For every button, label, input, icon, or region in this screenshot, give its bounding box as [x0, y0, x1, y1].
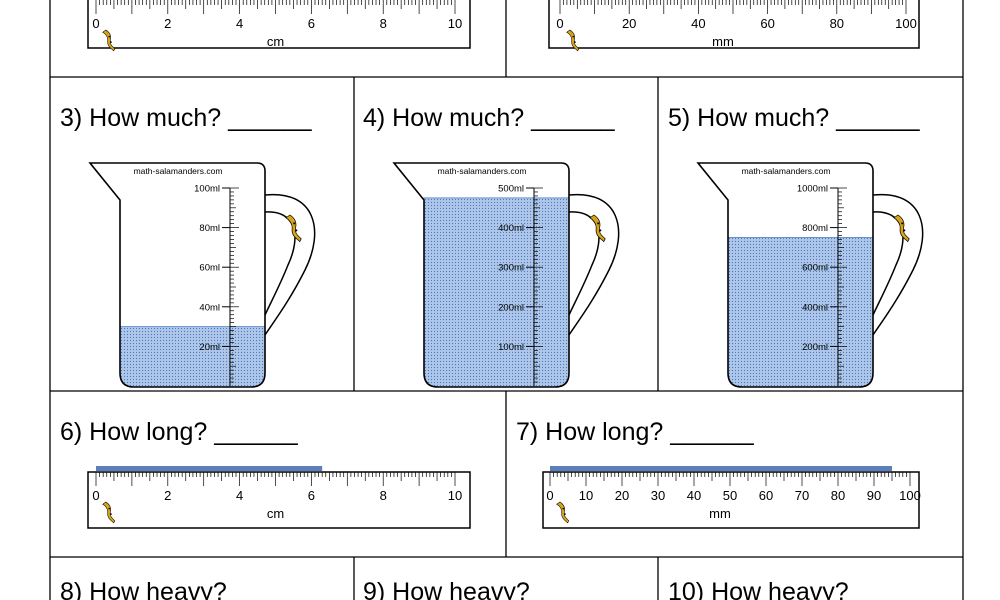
ruler-tick-label: 6 [308, 16, 315, 31]
ruler-tick-label: 90 [867, 488, 881, 503]
jug-scale-label: 500ml [498, 184, 524, 195]
ruler-tick-label: 10 [579, 488, 593, 503]
rulers: 0 2 4 6 8 10 cm 0 20 40 60 80 100 mm 0 2 4 6 8 10 cm 0 10 20 30 4… [87, 0, 921, 529]
measured-bar [550, 466, 892, 471]
ruler-tick-label: 0 [556, 16, 563, 31]
measured-bar [96, 466, 323, 471]
ruler-tick-label: 6 [308, 488, 315, 503]
ruler-body [542, 471, 920, 529]
jug-scale-label: 200ml [802, 342, 828, 353]
jug-scale-label: 600ml [802, 263, 828, 274]
measuring-jugs: math-salamanders.com 100ml 80ml 60ml 40ml 20m… [88, 162, 924, 388]
jug-brand: math-salamanders.com [438, 166, 527, 176]
jug-brand: math-salamanders.com [742, 166, 831, 176]
jug-handle-inner [568, 211, 600, 316]
measuring-jug-5: math-salamanders.com 1000ml 800ml 600ml 400m… [696, 162, 924, 388]
jug-scale-label: 80ml [199, 223, 220, 234]
ruler-tick-label: 10 [448, 16, 462, 31]
jug-handle-inner [264, 211, 296, 316]
question-8-heading: 8) How heavy? [60, 578, 227, 600]
jug-scale-label: 300ml [498, 263, 524, 274]
ruler-tick-label: 4 [236, 16, 243, 31]
jug-scale-label: 400ml [802, 302, 828, 313]
question-6-heading: 6) How long? ______ [60, 418, 299, 446]
jug-body [88, 162, 266, 388]
salamander-icon [893, 214, 910, 243]
ruler-tick-label: 30 [651, 488, 665, 503]
jug-handle-outer [264, 193, 316, 336]
salamander-icon [566, 29, 580, 52]
ruler-tick-label: 2 [164, 16, 171, 31]
ruler-unit-label: mm [709, 506, 731, 521]
question-4-heading: 4) How much? ______ [363, 104, 616, 132]
question-5-heading: 5) How much? ______ [668, 104, 921, 132]
salamander-icon [102, 501, 116, 524]
jug-scale-label: 1000ml [797, 184, 828, 195]
ruler-tick-label: 20 [615, 488, 629, 503]
question-10-heading: 10) How heavy? [668, 578, 849, 600]
jug-liquid [119, 326, 266, 388]
ruler-tick-label: 40 [691, 16, 705, 31]
ruler-tick-label: 40 [687, 488, 701, 503]
ruler-top-mm: 0 20 40 60 80 100 mm [548, 0, 920, 52]
measuring-jug-4: math-salamanders.com 500ml 400ml 300ml 200ml… [392, 162, 620, 388]
ruler-tick-label: 10 [448, 488, 462, 503]
ruler-tick-label: 80 [830, 16, 844, 31]
salamander-icon [285, 214, 302, 243]
question-9-heading: 9) How heavy? [363, 578, 530, 600]
jug-handle-outer [568, 193, 620, 336]
jug-scale-label: 40ml [199, 302, 220, 313]
ruler-q6-cm: 0 2 4 6 8 10 cm [87, 466, 471, 529]
ruler-tick-label: 20 [622, 16, 636, 31]
jug-body [696, 162, 874, 388]
jug-scale-label: 100ml [194, 184, 220, 195]
jug-liquid [727, 237, 874, 388]
ruler-body [548, 0, 920, 49]
ruler-body [87, 0, 471, 49]
jug-scale-label: 20ml [199, 342, 220, 353]
ruler-tick-label: 70 [795, 488, 809, 503]
question-7-heading: 7) How long? ______ [516, 418, 755, 446]
ruler-unit-label: cm [267, 34, 284, 49]
ruler-unit-label: cm [267, 506, 284, 521]
jug-scale-label: 100ml [498, 342, 524, 353]
ruler-tick-label: 60 [760, 16, 774, 31]
jug-scale-label: 400ml [498, 223, 524, 234]
ruler-tick-label: 100 [895, 16, 917, 31]
ruler-tick-label: 60 [759, 488, 773, 503]
ruler-tick-label: 50 [723, 488, 737, 503]
measuring-jug-3: math-salamanders.com 100ml 80ml 60ml 40ml 20m… [88, 162, 316, 388]
salamander-icon [556, 501, 570, 524]
jug-liquid [423, 197, 570, 388]
ruler-q7-mm: 0 10 20 30 40 50 60 70 80 90 100 mm [542, 466, 921, 529]
jug-brand: math-salamanders.com [134, 166, 223, 176]
jug-handle-inner [872, 211, 904, 316]
question-3-heading: 3) How much? ______ [60, 104, 313, 132]
ruler-body [87, 471, 471, 529]
ruler-tick-label: 8 [380, 488, 387, 503]
ruler-tick-label: 4 [236, 488, 243, 503]
salamander-icon [589, 214, 606, 243]
jug-scale-label: 200ml [498, 302, 524, 313]
jug-scale-label: 800ml [802, 223, 828, 234]
ruler-tick-label: 100 [899, 488, 921, 503]
jug-scale-label: 60ml [199, 263, 220, 274]
worksheet-grid [49, 0, 964, 600]
ruler-top-cm: 0 2 4 6 8 10 cm [87, 0, 471, 52]
ruler-tick-label: 0 [92, 488, 99, 503]
jug-handle-outer [872, 193, 924, 336]
ruler-tick-label: 0 [546, 488, 553, 503]
ruler-tick-label: 2 [164, 488, 171, 503]
ruler-tick-label: 0 [92, 16, 99, 31]
ruler-tick-label: 80 [831, 488, 845, 503]
salamander-icon [102, 29, 116, 52]
ruler-tick-label: 8 [380, 16, 387, 31]
ruler-unit-label: mm [712, 34, 734, 49]
jug-body [392, 162, 570, 388]
